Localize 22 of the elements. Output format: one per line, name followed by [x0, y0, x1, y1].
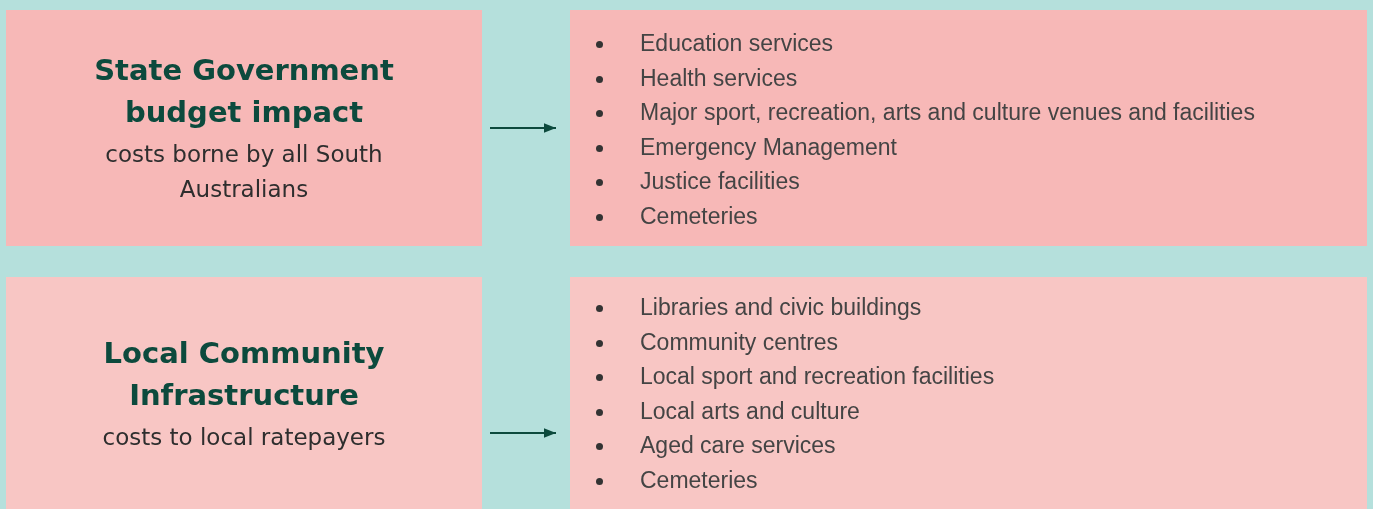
arrow — [489, 428, 557, 438]
bullet-item: Health services — [640, 64, 798, 91]
panel-subtitle: costs borne by all South Australians — [104, 140, 384, 204]
bullet-item: Emergency Management — [640, 133, 897, 160]
bullet-item: Cemeteries — [640, 466, 758, 493]
bullet-item: Justice facilities — [640, 168, 800, 195]
bullet-item: Local arts and culture — [640, 397, 860, 424]
category-panel — [6, 277, 482, 509]
bullet-item: Community centres — [640, 328, 839, 355]
panel-heading: State Government budget impact — [93, 52, 395, 131]
list-panel — [570, 10, 1367, 246]
bullet-item: Aged care services — [640, 432, 836, 459]
bullet-item: Cemeteries — [640, 202, 758, 229]
bullet-item: Local sport and recreation facilities — [640, 363, 995, 390]
panel-heading: Local Community Infrastructure — [102, 334, 386, 414]
panel-subtitle: costs to local ratepayers — [101, 422, 387, 452]
bullet-item: Major sport, recreation, arts and culture venues and facilities — [640, 99, 1255, 126]
category-panel — [6, 10, 482, 246]
bullet-item: Education services — [640, 30, 834, 56]
arrow — [489, 123, 557, 133]
list-panel — [570, 277, 1367, 509]
bullet-item: Libraries and civic buildings — [640, 294, 922, 320]
